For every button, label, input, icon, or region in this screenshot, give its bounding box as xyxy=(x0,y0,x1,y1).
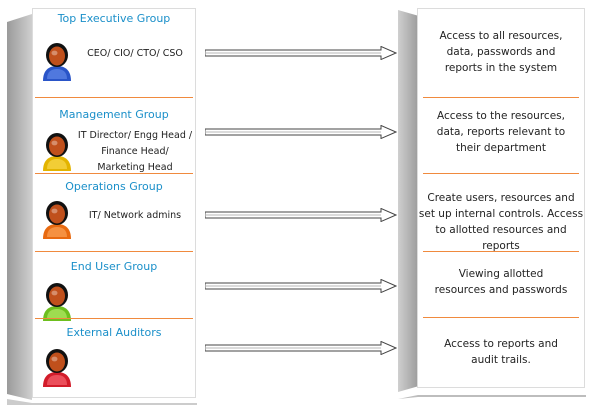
role-line: CEO/ CIO/ CTO/ CSO xyxy=(87,48,183,59)
person-icon xyxy=(40,130,74,172)
group-roles: IT/ Network admins xyxy=(76,208,194,224)
group-operations: Operations Group IT/ Network admins xyxy=(32,178,196,254)
divider xyxy=(35,97,193,98)
access-line: audit trails. xyxy=(471,354,531,366)
access-line: their department xyxy=(456,142,546,154)
left-panel-bottom xyxy=(7,390,197,405)
user-groups-panel: Top Executive Group CEO/ CIO/ CTO/ CSO M… xyxy=(32,8,196,398)
access-line: Access to all resources, xyxy=(439,30,563,42)
access-text-top-executive: Access to all resources, data, passwords… xyxy=(417,28,585,76)
access-line: reports in the system xyxy=(444,62,558,74)
access-line: to allotted resources and reports xyxy=(435,224,567,252)
access-rights-panel: Access to all resources, data, passwords… xyxy=(417,8,585,388)
role-line: Finance Head/ xyxy=(101,146,169,157)
arrow-management xyxy=(204,124,398,140)
access-line: data, passwords and xyxy=(446,46,556,58)
access-line: Create users, resources and xyxy=(427,192,575,204)
access-text-external-auditors: Access to reports and audit trails. xyxy=(417,336,585,368)
group-end-user: End User Group xyxy=(32,258,196,321)
left-panel-side xyxy=(7,14,33,400)
group-roles: CEO/ CIO/ CTO/ CSO xyxy=(76,46,194,62)
role-line: IT Director/ Engg Head / xyxy=(77,130,193,141)
group-title: Management Group xyxy=(59,108,169,121)
divider xyxy=(423,173,579,174)
group-roles: IT Director/ Engg Head / Finance Head/ M… xyxy=(76,128,194,176)
access-text-operations: Create users, resources and set up inter… xyxy=(417,190,585,254)
access-line: resources and passwords xyxy=(434,284,568,296)
person-icon xyxy=(40,346,74,388)
arrow-end-user xyxy=(204,278,398,294)
access-text-end-user: Viewing allotted resources and passwords xyxy=(417,266,585,298)
arrow-operations xyxy=(204,207,398,223)
arrow-external-auditors xyxy=(204,340,398,356)
person-icon xyxy=(40,198,74,240)
role-line: IT/ Network admins xyxy=(88,210,182,221)
group-title: External Auditors xyxy=(66,326,162,339)
access-text-management: Access to the resources, data, reports r… xyxy=(417,108,585,156)
right-panel-bottom xyxy=(398,386,586,399)
access-line: Access to the resources, xyxy=(437,110,565,122)
right-panel-side xyxy=(398,10,420,392)
person-icon xyxy=(40,280,74,322)
divider xyxy=(35,318,193,319)
group-top-executive: Top Executive Group CEO/ CIO/ CTO/ CSO xyxy=(32,8,196,100)
group-management: Management Group IT Director/ Engg Head … xyxy=(32,104,196,176)
access-line: set up internal controls. Access xyxy=(418,208,584,220)
divider xyxy=(423,251,579,252)
divider xyxy=(35,173,193,174)
divider xyxy=(35,251,193,252)
group-title: End User Group xyxy=(70,260,158,273)
group-title: Operations Group xyxy=(65,180,163,193)
group-title: Top Executive Group xyxy=(57,12,171,25)
divider xyxy=(423,317,579,318)
person-icon xyxy=(40,40,74,82)
access-line: Viewing allotted xyxy=(458,268,544,280)
group-external-auditors: External Auditors xyxy=(32,324,196,394)
role-line: Marketing Head xyxy=(97,162,173,173)
access-line: data, reports relevant to xyxy=(436,126,566,138)
arrow-top-executive xyxy=(204,45,398,61)
divider xyxy=(423,97,579,98)
access-line: Access to reports and xyxy=(444,338,558,350)
